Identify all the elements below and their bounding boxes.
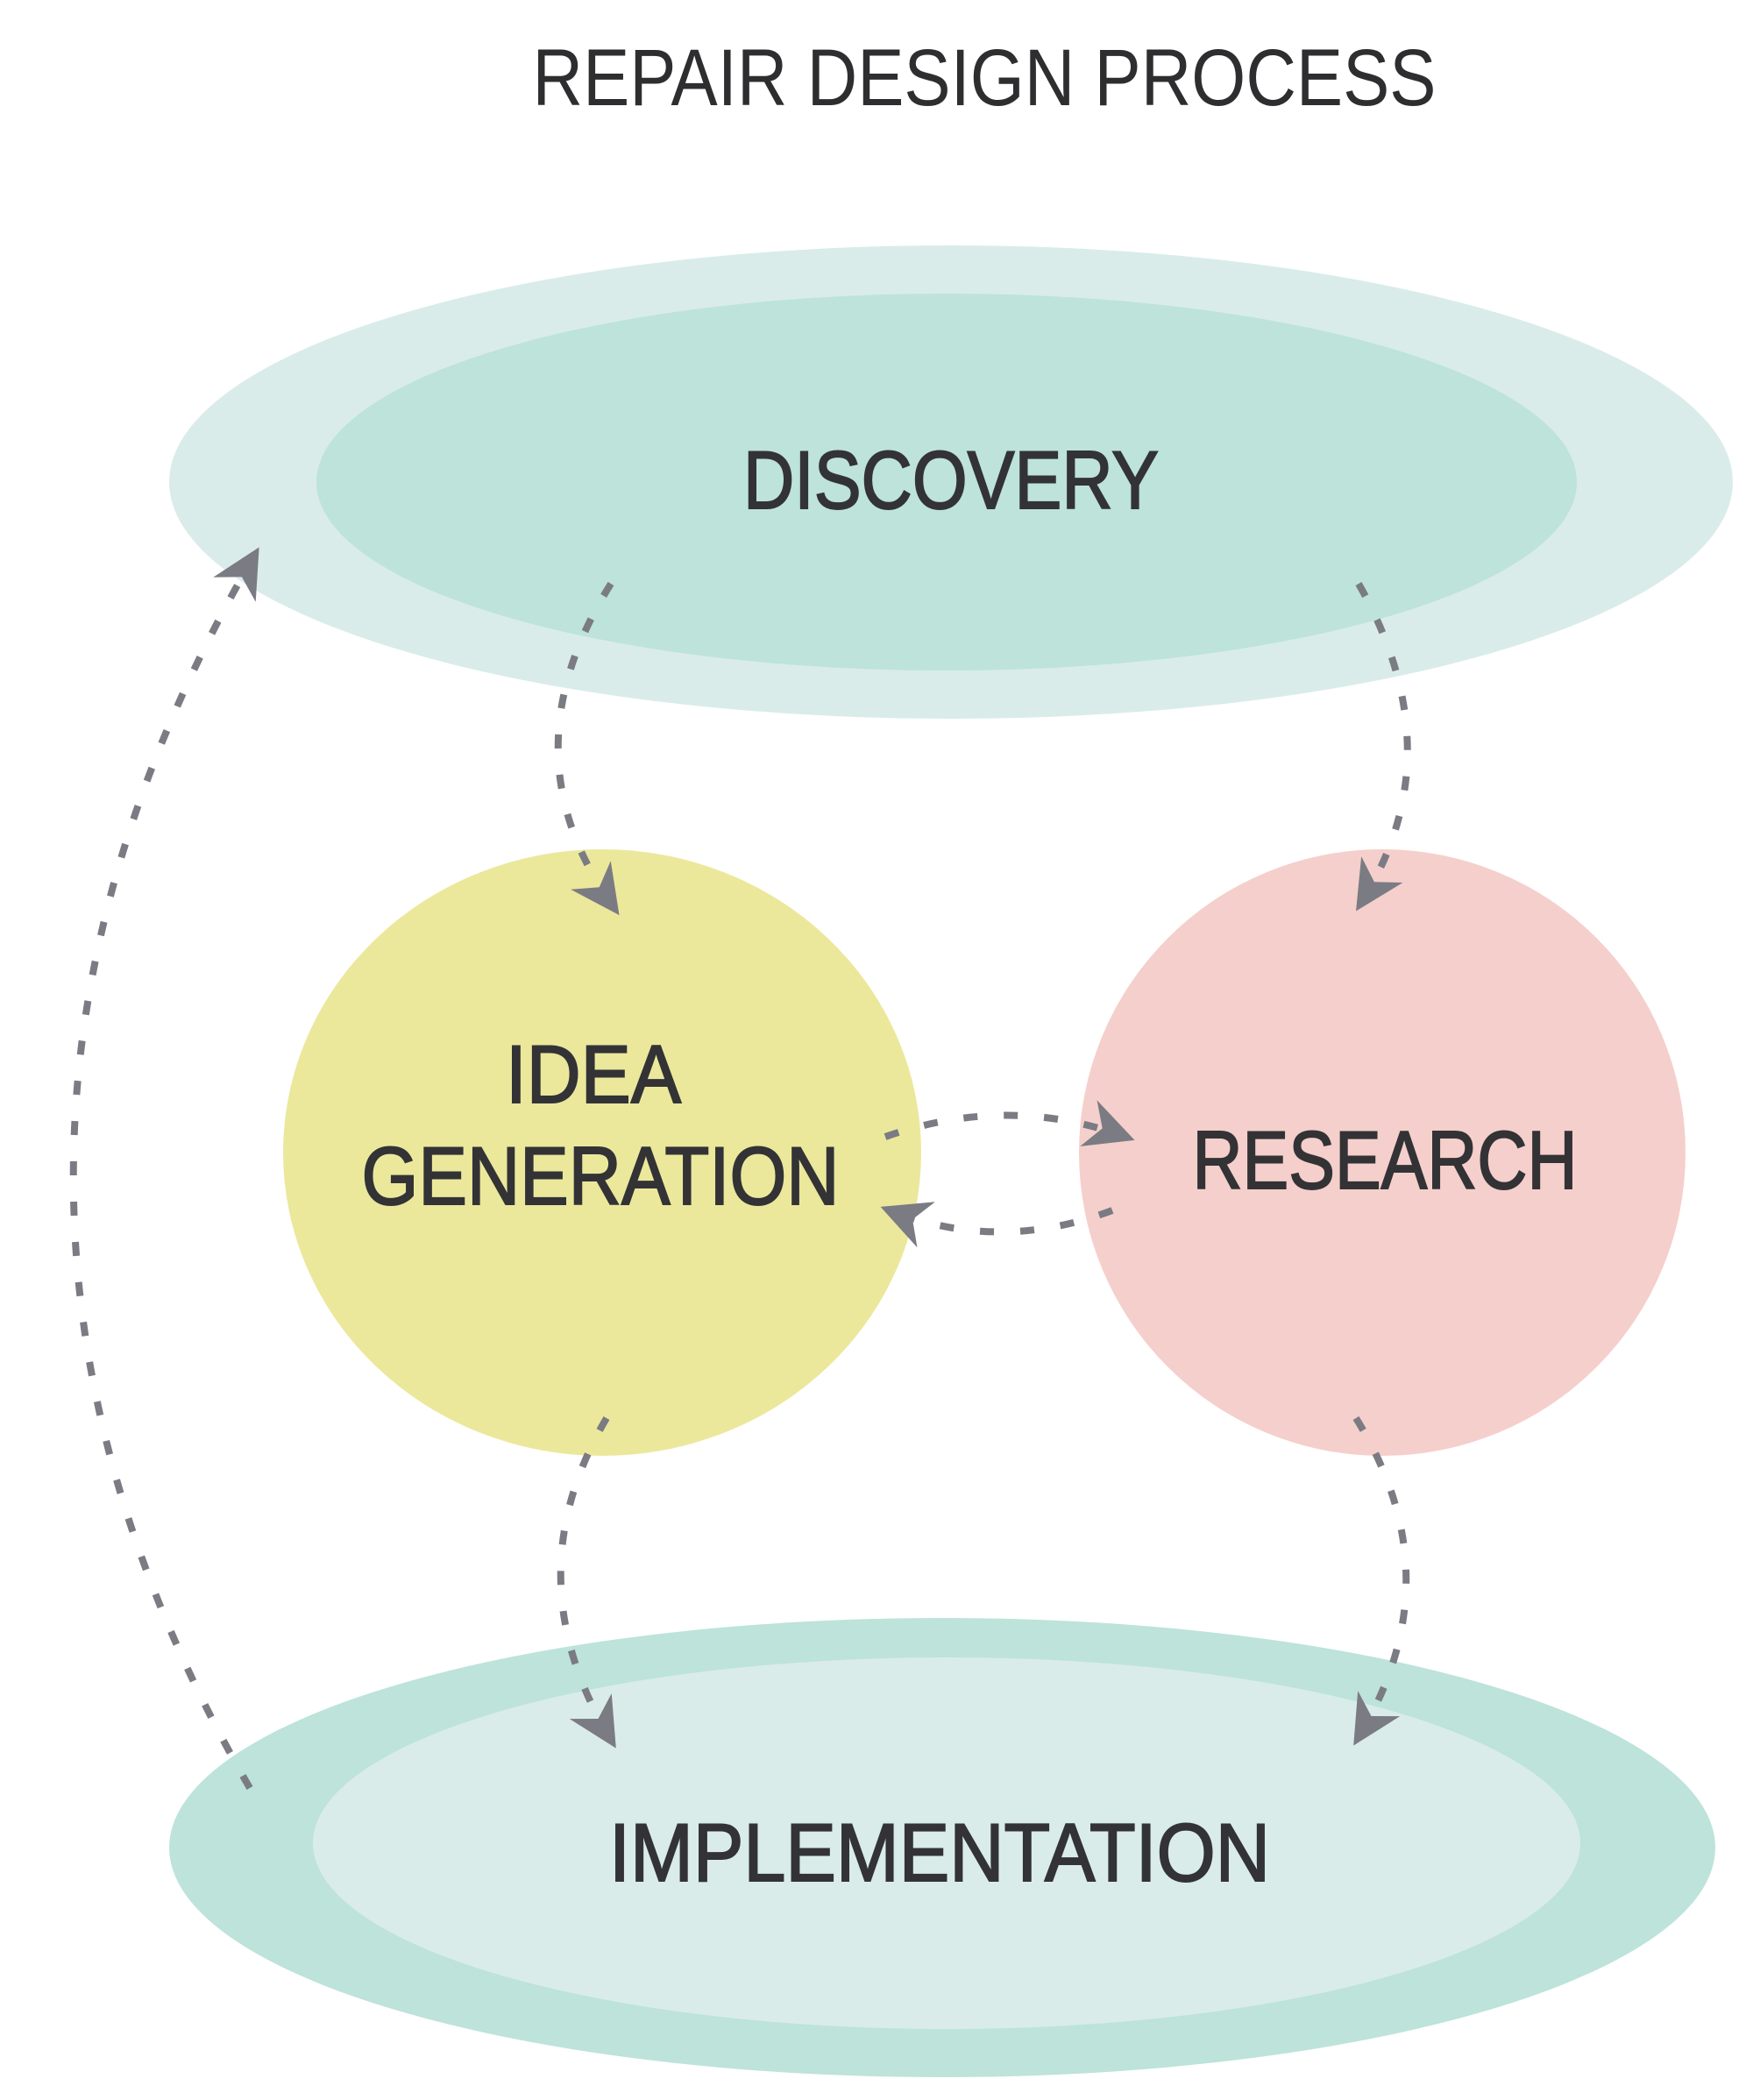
implementation-inner-ellipse: [313, 1657, 1580, 2029]
discovery-inner-ellipse: [316, 294, 1577, 670]
arrow-research-to-idea-generation: [880, 1202, 1114, 1248]
idea-generation-node: IDEA GENERATION: [283, 849, 921, 1456]
idea-generation-label-line2: GENERATION: [362, 1130, 840, 1222]
arrow-discovery-to-idea-generation: [554, 581, 620, 916]
idea-generation-label-line1: IDEA: [506, 1028, 681, 1120]
research-label: RESEARCH: [1193, 1114, 1578, 1206]
idea-generation-circle: [283, 849, 921, 1456]
implementation-label: IMPLEMENTATION: [609, 1806, 1270, 1898]
research-circle: [1079, 849, 1686, 1456]
research-node: RESEARCH: [1079, 849, 1686, 1456]
discovery-node: DISCOVERY: [169, 245, 1733, 719]
arrow-discovery-to-research: [1355, 582, 1411, 912]
implementation-node: IMPLEMENTATION: [169, 1618, 1715, 2077]
arrow-idea-generation-to-implementation: [557, 1415, 616, 1749]
discovery-label: DISCOVERY: [743, 434, 1159, 526]
arrow-idea-generation-to-research: [884, 1100, 1135, 1146]
arrow-implementation-to-discovery: [69, 547, 259, 1791]
flow-arrows: [69, 547, 1411, 1791]
diagram-title: REPAIR DESIGN PROCESS: [533, 33, 1437, 123]
arrow-research-to-implementation: [1352, 1415, 1410, 1746]
